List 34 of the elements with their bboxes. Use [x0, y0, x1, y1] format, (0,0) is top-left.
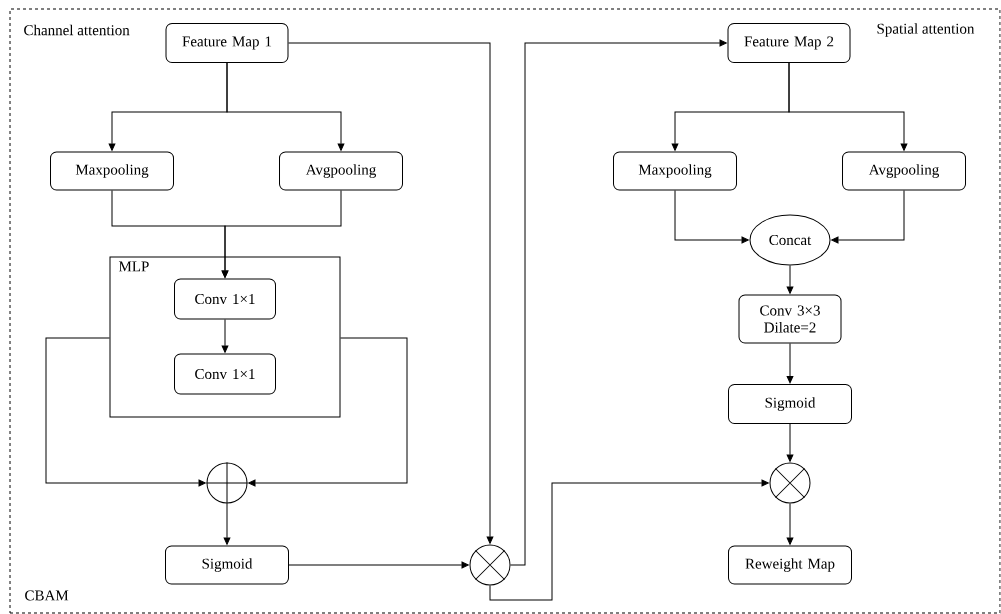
process-box: Avgpooling: [842, 151, 966, 191]
arrow: [786, 265, 794, 294]
process-box: Conv 1×1: [174, 353, 276, 395]
arrow: [221, 190, 342, 278]
process-box: Sigmoid: [165, 545, 289, 585]
process-box: Conv 3×3 Dilate=2: [738, 294, 842, 344]
arrow: [489, 479, 769, 601]
arrow: [786, 503, 794, 545]
arrow: [788, 62, 908, 151]
process-box: Feature Map 2: [727, 23, 851, 63]
arrow: [288, 42, 494, 544]
arrow: [786, 343, 794, 384]
arrow: [831, 190, 905, 244]
arrow: [45, 337, 206, 487]
arrow: [226, 62, 345, 151]
arrow: [786, 423, 794, 462]
section-title: Spatial attention: [877, 23, 975, 37]
process-box: Feature Map 1: [165, 23, 289, 63]
section-title: Channel attention: [24, 24, 130, 36]
arrow: [510, 39, 727, 566]
process-box: Conv 1×1: [174, 278, 276, 320]
process-box: Avgpooling: [279, 151, 403, 191]
process-box: Maxpooling: [613, 151, 737, 191]
arrow: [674, 190, 749, 244]
sum-circle: [206, 462, 248, 504]
arrow: [223, 503, 231, 545]
multiply-circle: [469, 544, 511, 586]
process-box: Maxpooling: [50, 151, 174, 191]
arrow: [288, 561, 469, 569]
process-box: Sigmoid: [728, 384, 852, 424]
multiply-circle: [769, 462, 811, 504]
process-box: Reweight Map: [728, 545, 852, 585]
arrow: [221, 319, 229, 353]
arrow: [248, 337, 408, 487]
